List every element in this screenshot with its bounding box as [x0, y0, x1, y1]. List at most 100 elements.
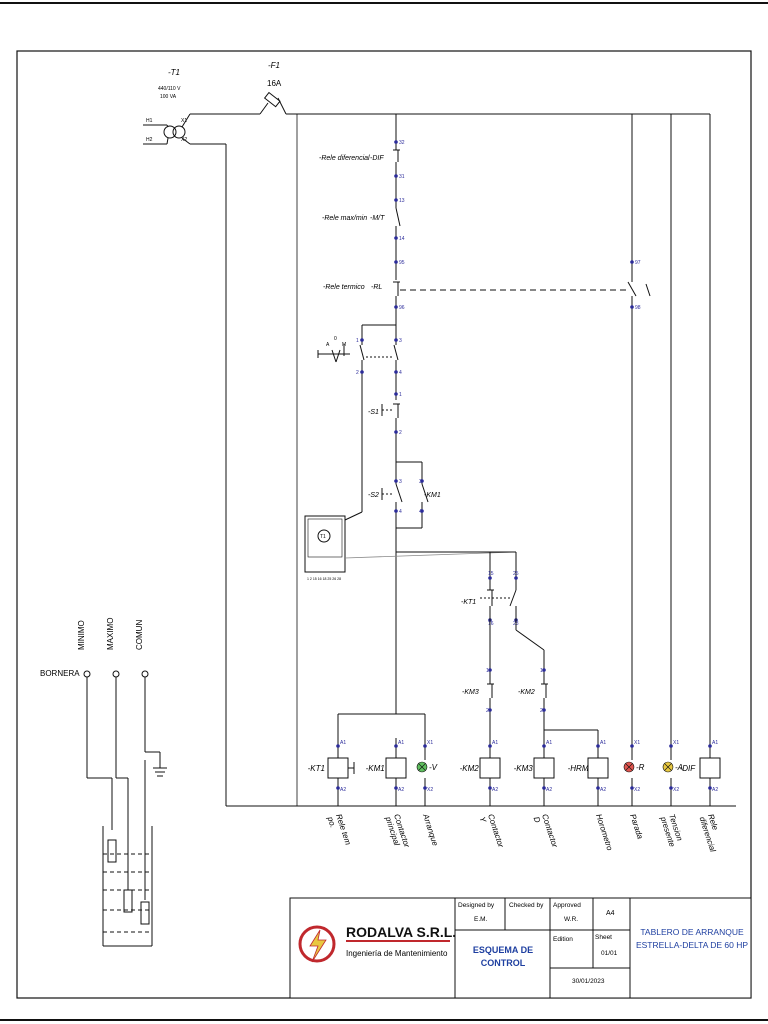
- km2-interlock: -KM2 1 2: [518, 668, 599, 760]
- svg-text:25: 25: [513, 571, 519, 577]
- svg-text:1: 1: [486, 668, 489, 674]
- rl-contact: -Rele termico -RL 95 96: [323, 260, 628, 325]
- coil-box: [699, 757, 721, 779]
- svg-text:-S1: -S1: [368, 409, 379, 416]
- svg-text:4: 4: [419, 509, 422, 515]
- coil-box: [479, 757, 501, 779]
- coil-terminal-bottom: A2: [600, 787, 606, 793]
- coil-caption: Relediferencial: [698, 813, 726, 853]
- svg-text:-Rele termico: -Rele termico: [323, 284, 365, 291]
- svg-text:A: A: [326, 342, 330, 348]
- coil-terminal-top: X1: [427, 740, 433, 746]
- svg-text:2: 2: [356, 370, 359, 376]
- svg-text:3: 3: [419, 479, 422, 485]
- svg-text:MAXIMO: MAXIMO: [106, 618, 115, 650]
- coil-terminal-top: A1: [398, 740, 404, 746]
- svg-text:A4: A4: [606, 910, 615, 917]
- svg-text:1: 1: [540, 668, 543, 674]
- coil-caption: ContactorD: [532, 813, 560, 852]
- svg-text:98: 98: [635, 305, 641, 311]
- svg-text:-KM1: -KM1: [424, 492, 441, 499]
- svg-text:14: 14: [399, 236, 405, 242]
- mt-contact: -Rele max/min -M/T 13 14: [322, 198, 405, 280]
- svg-text:1: 1: [399, 392, 402, 398]
- svg-text:-S2: -S2: [368, 492, 379, 499]
- svg-text:1 2 15 16 18 25 26 28: 1 2 15 16 18 25 26 28: [307, 577, 341, 581]
- fuse-f1: -F1 16A: [259, 61, 287, 115]
- coil-terminal-bottom: X2: [634, 787, 640, 793]
- coil-terminal-top: X1: [673, 740, 679, 746]
- coil-terminal-top: A1: [492, 740, 498, 746]
- t1-h2: H2: [146, 137, 153, 143]
- coil-terminal-bottom: A2: [340, 787, 346, 793]
- coil-terminal-bottom: A2: [712, 787, 718, 793]
- t1-tag: -T1: [168, 68, 180, 77]
- coil-terminal-top: A1: [712, 740, 718, 746]
- coil-terminal-top: X1: [634, 740, 640, 746]
- t1-x1: X1: [181, 118, 187, 124]
- svg-text:95: 95: [399, 260, 405, 266]
- svg-text:4: 4: [399, 509, 402, 515]
- svg-text:-KM3: -KM3: [462, 689, 479, 696]
- svg-text:-Rele diferencial: -Rele diferencial: [319, 155, 370, 162]
- company-name: RODALVA S.R.L.: [346, 924, 456, 940]
- coil-terminal-bottom: A2: [492, 787, 498, 793]
- svg-text:1: 1: [356, 338, 359, 344]
- coil-box: [385, 757, 407, 779]
- project-title: TABLERO DE ARRANQUE ESTRELLA-DELTA DE 60…: [635, 927, 749, 950]
- coil-caption: Contactorprincipal: [383, 812, 411, 852]
- coil-caption: Horometro: [594, 813, 614, 852]
- drawing-frame: [16, 50, 752, 999]
- svg-text:01/01: 01/01: [601, 950, 618, 957]
- transformer-t1: -T1 440/110 V 100 VA H1 H2 X1 X2: [143, 68, 191, 145]
- svg-text:E.M.: E.M.: [474, 916, 488, 923]
- dif-contact: -Rele diferencial -DIF 32 31: [319, 114, 405, 208]
- svg-text:-DIF: -DIF: [370, 155, 384, 162]
- coil-tag: -KM1: [366, 764, 385, 773]
- coil-caption: Arranque: [421, 812, 440, 848]
- svg-text:M: M: [342, 342, 346, 348]
- svg-text:-Rele max/min: -Rele max/min: [322, 215, 367, 222]
- coil-box: [327, 757, 349, 779]
- t1-power: 100 VA: [160, 94, 177, 100]
- svg-text:-RL: -RL: [371, 284, 382, 291]
- title-block: RODALVA S.R.L. Ingeniería de Mantenimien…: [289, 897, 752, 999]
- svg-text:Approved: Approved: [553, 902, 581, 909]
- svg-text:COMUN: COMUN: [135, 620, 144, 650]
- svg-text:4: 4: [399, 370, 402, 376]
- coil-caption: Rele tempo.: [325, 812, 352, 849]
- coil-terminal-bottom: X2: [427, 787, 433, 793]
- coil-caption: ContactorY: [478, 813, 506, 852]
- coil-tag: -A: [675, 763, 683, 772]
- coil-caption: Parada: [628, 813, 645, 841]
- svg-text:15: 15: [488, 571, 494, 577]
- coil-tag: -V: [429, 763, 438, 772]
- timer-module-t1: T1 1 2 15 16 18 25 26 28: [304, 380, 517, 581]
- svg-text:Designed by: Designed by: [458, 902, 495, 909]
- t1-voltage: 440/110 V: [158, 86, 181, 92]
- company-logo: [298, 925, 336, 963]
- km3-interlock: -KM3 1 2: [462, 668, 494, 760]
- svg-text:Sheet: Sheet: [595, 934, 612, 941]
- svg-text:2: 2: [399, 430, 402, 436]
- s2-start-button: -S2 3 4 -KM1 3 4: [368, 461, 441, 529]
- coil-box: [587, 757, 609, 779]
- svg-text:2: 2: [540, 708, 543, 714]
- svg-text:30/01/2023: 30/01/2023: [572, 978, 605, 985]
- svg-text:-KM2: -KM2: [518, 689, 535, 696]
- svg-text:32: 32: [399, 140, 405, 146]
- coil-terminal-top: A1: [340, 740, 346, 746]
- svg-text:0: 0: [334, 336, 337, 342]
- svg-text:96: 96: [399, 305, 405, 311]
- coil-tag: -KM2: [460, 764, 480, 773]
- svg-text:-M/T: -M/T: [370, 215, 385, 222]
